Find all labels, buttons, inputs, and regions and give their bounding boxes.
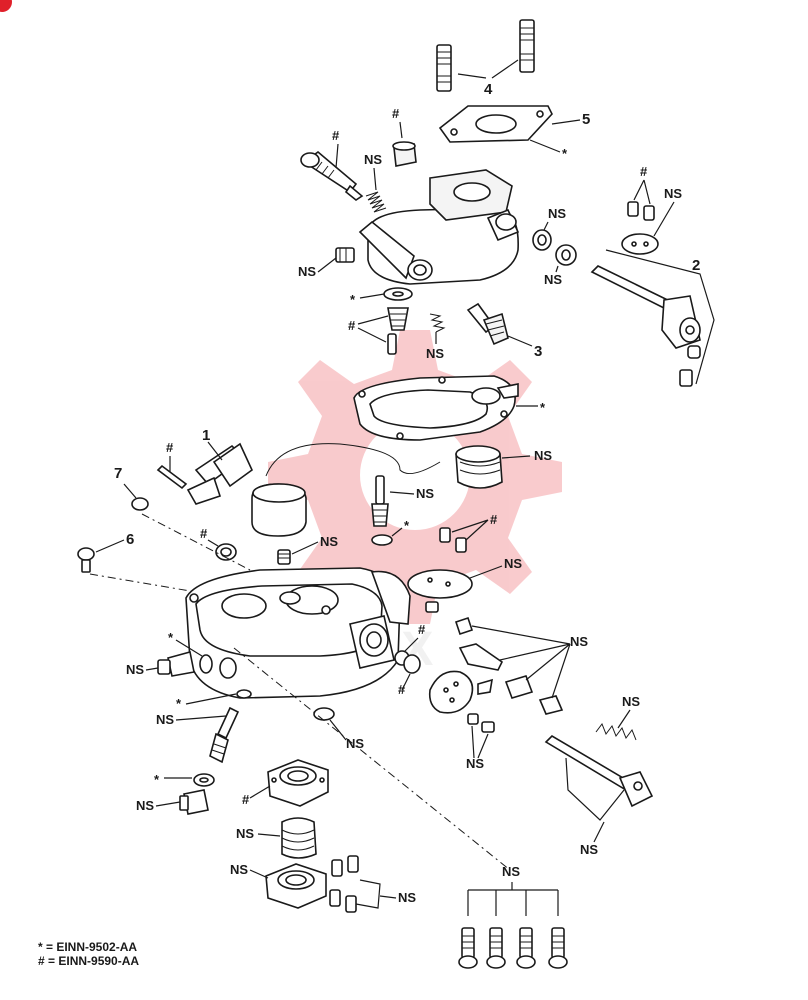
callout-2: 2 bbox=[692, 257, 700, 274]
ns-label: NS bbox=[534, 448, 552, 463]
ns-label: NS bbox=[320, 534, 338, 549]
ns-label: NS bbox=[136, 798, 154, 813]
ns-label: NS bbox=[398, 890, 416, 905]
ns-label: NS bbox=[580, 842, 598, 857]
pump-housing-lower bbox=[265, 863, 327, 909]
callout-3: 3 bbox=[534, 343, 542, 360]
hash-mark: # bbox=[418, 622, 426, 637]
bowl-gasket bbox=[353, 375, 519, 441]
choke-screws bbox=[467, 713, 495, 733]
washer-small bbox=[236, 689, 252, 699]
choke-shaft bbox=[544, 734, 654, 808]
choke-plate bbox=[407, 569, 473, 613]
hash-mark: # bbox=[200, 526, 208, 541]
welch-plug bbox=[313, 707, 335, 721]
pump-screws bbox=[329, 855, 359, 913]
needle-seat bbox=[371, 475, 393, 546]
hash-mark: # bbox=[242, 792, 250, 807]
hash-mark: # bbox=[392, 106, 400, 121]
stud-pair bbox=[436, 19, 535, 92]
star-mark: * bbox=[540, 400, 546, 415]
carburetor-bowl-body bbox=[185, 567, 411, 699]
legend: * = EINN-9502-AA # = EINN-9590-AA bbox=[38, 940, 139, 968]
ns-label: NS bbox=[364, 152, 382, 167]
screw-7 bbox=[131, 497, 149, 511]
idle-spring bbox=[277, 549, 291, 565]
ns-label: NS bbox=[570, 634, 588, 649]
small-cap bbox=[392, 141, 417, 167]
main-needle bbox=[209, 706, 240, 764]
mounting-bolts bbox=[458, 927, 568, 969]
ns-label: NS bbox=[502, 864, 520, 879]
flange-gasket bbox=[438, 105, 581, 143]
pump-spring bbox=[281, 817, 317, 859]
throttle-plate bbox=[621, 233, 659, 255]
callout-7: 7 bbox=[114, 465, 122, 482]
ns-label: NS bbox=[346, 736, 364, 751]
callout-4: 4 bbox=[484, 81, 493, 98]
legend-star-line: * = EINN-9502-AA bbox=[38, 940, 138, 954]
ns-label: NS bbox=[236, 826, 254, 841]
float-assembly bbox=[186, 442, 441, 537]
return-spring bbox=[595, 722, 637, 741]
ring-seal bbox=[215, 543, 237, 561]
ring-washer-right bbox=[394, 650, 421, 674]
star-mark: * bbox=[404, 518, 410, 533]
callout-1: 1 bbox=[202, 427, 210, 444]
screw-6 bbox=[77, 547, 95, 573]
corner-badge bbox=[0, 0, 12, 12]
small-spring bbox=[429, 313, 446, 333]
venturi bbox=[455, 445, 503, 489]
star-mark: * bbox=[562, 146, 568, 161]
star-mark: * bbox=[168, 630, 174, 645]
ns-label: NS bbox=[544, 272, 562, 287]
hash-mark: # bbox=[332, 128, 340, 143]
throttle-body-cover bbox=[358, 169, 520, 285]
throttle-shaft bbox=[590, 265, 701, 387]
callout-6: 6 bbox=[126, 531, 134, 548]
ns-label: NS bbox=[126, 662, 144, 677]
screws-top-right bbox=[627, 201, 655, 221]
ns-label: NS bbox=[230, 862, 248, 877]
ns-label: NS bbox=[466, 756, 484, 771]
hash-mark: # bbox=[348, 318, 356, 333]
bushing-pair bbox=[532, 229, 577, 266]
star-mark: * bbox=[176, 696, 182, 711]
hash-mark: # bbox=[166, 440, 174, 455]
ns-label: NS bbox=[504, 556, 522, 571]
star-mark: * bbox=[154, 772, 160, 787]
ns-label: NS bbox=[416, 486, 434, 501]
pump-housing-upper bbox=[267, 759, 329, 807]
idle-needle-screw bbox=[300, 150, 364, 201]
choke-lever-group bbox=[428, 616, 564, 715]
star-mark: * bbox=[350, 292, 356, 307]
hash-mark: # bbox=[490, 512, 498, 527]
hash-mark: # bbox=[640, 164, 648, 179]
ns-label: NS bbox=[156, 712, 174, 727]
callout-5: 5 bbox=[582, 111, 590, 128]
ns-label: NS bbox=[548, 206, 566, 221]
drain-plug bbox=[157, 651, 237, 679]
ns-label: NS bbox=[664, 186, 682, 201]
ns-label: NS bbox=[298, 264, 316, 279]
screw-pair-mid bbox=[439, 527, 467, 553]
needle-spring bbox=[365, 191, 387, 213]
ns-label: NS bbox=[622, 694, 640, 709]
legend-hash-line: # = EINN-9590-AA bbox=[38, 954, 140, 968]
washer-nut-lower bbox=[179, 773, 215, 815]
float-pin bbox=[156, 464, 188, 490]
plug-left bbox=[335, 247, 355, 263]
ns-label: NS bbox=[426, 346, 444, 361]
main-jet bbox=[466, 302, 533, 347]
